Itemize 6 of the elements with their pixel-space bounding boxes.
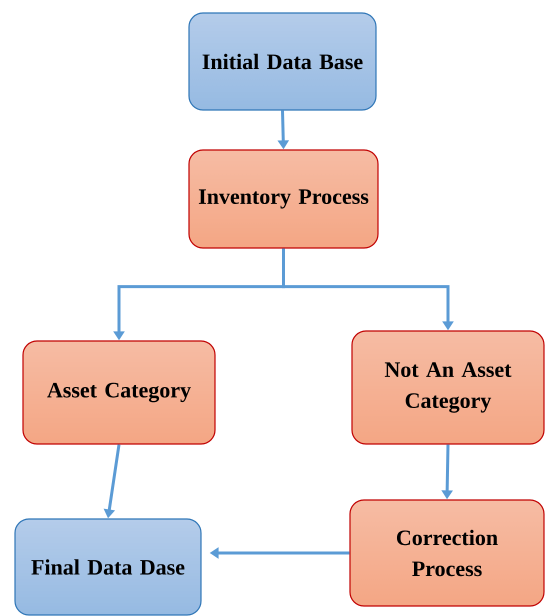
process-box: Not An Asset Category (351, 330, 545, 445)
data-box: Initial Data Base (188, 12, 377, 111)
process-box: Inventory Process (188, 149, 379, 249)
data-box: Final Data Dase (14, 518, 202, 616)
process-box: Correction Process (349, 499, 545, 607)
process-box: Asset Category (22, 340, 216, 445)
